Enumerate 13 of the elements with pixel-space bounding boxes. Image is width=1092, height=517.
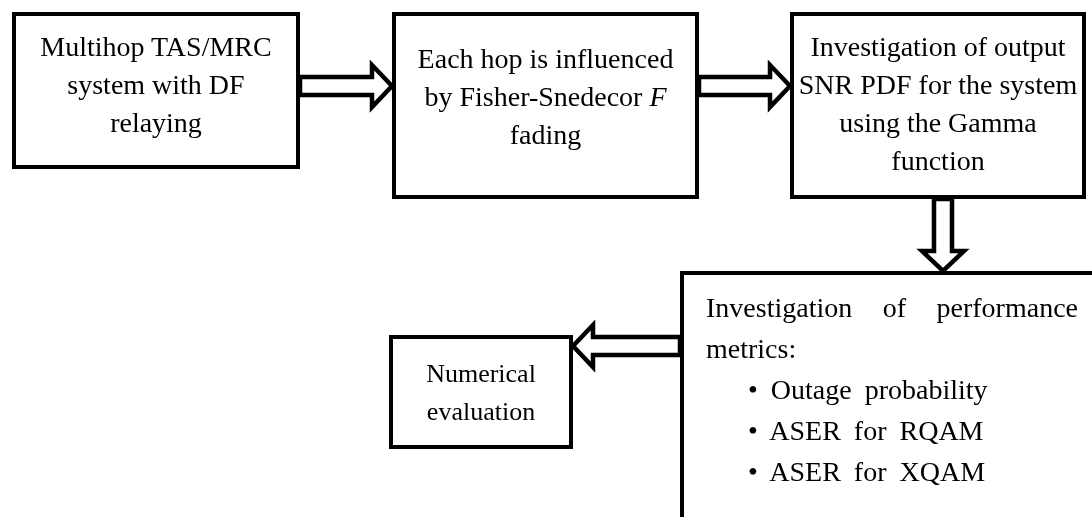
bullet-item: • ASER for RQAM [748,414,985,448]
bullet-item: • Outage probability [748,373,989,407]
process-box [790,12,1086,199]
box-text: Multihop TAS/MRC system with DF relaying [39,30,273,140]
process-box [389,335,573,449]
box-text: Each hop is influenced by Fisher-Snedecor F fading [416,42,675,152]
box-text: Investigation of output SNR PDF for the system using the Gamma function [798,30,1078,178]
process-box [12,12,300,169]
box-heading: Investigation of performance metrics: [706,291,1078,366]
box-text: Numerical evaluation [425,358,537,428]
process-box [392,12,699,199]
bullet-item: • ASER for XQAM [748,455,987,489]
process-box [680,271,1092,517]
